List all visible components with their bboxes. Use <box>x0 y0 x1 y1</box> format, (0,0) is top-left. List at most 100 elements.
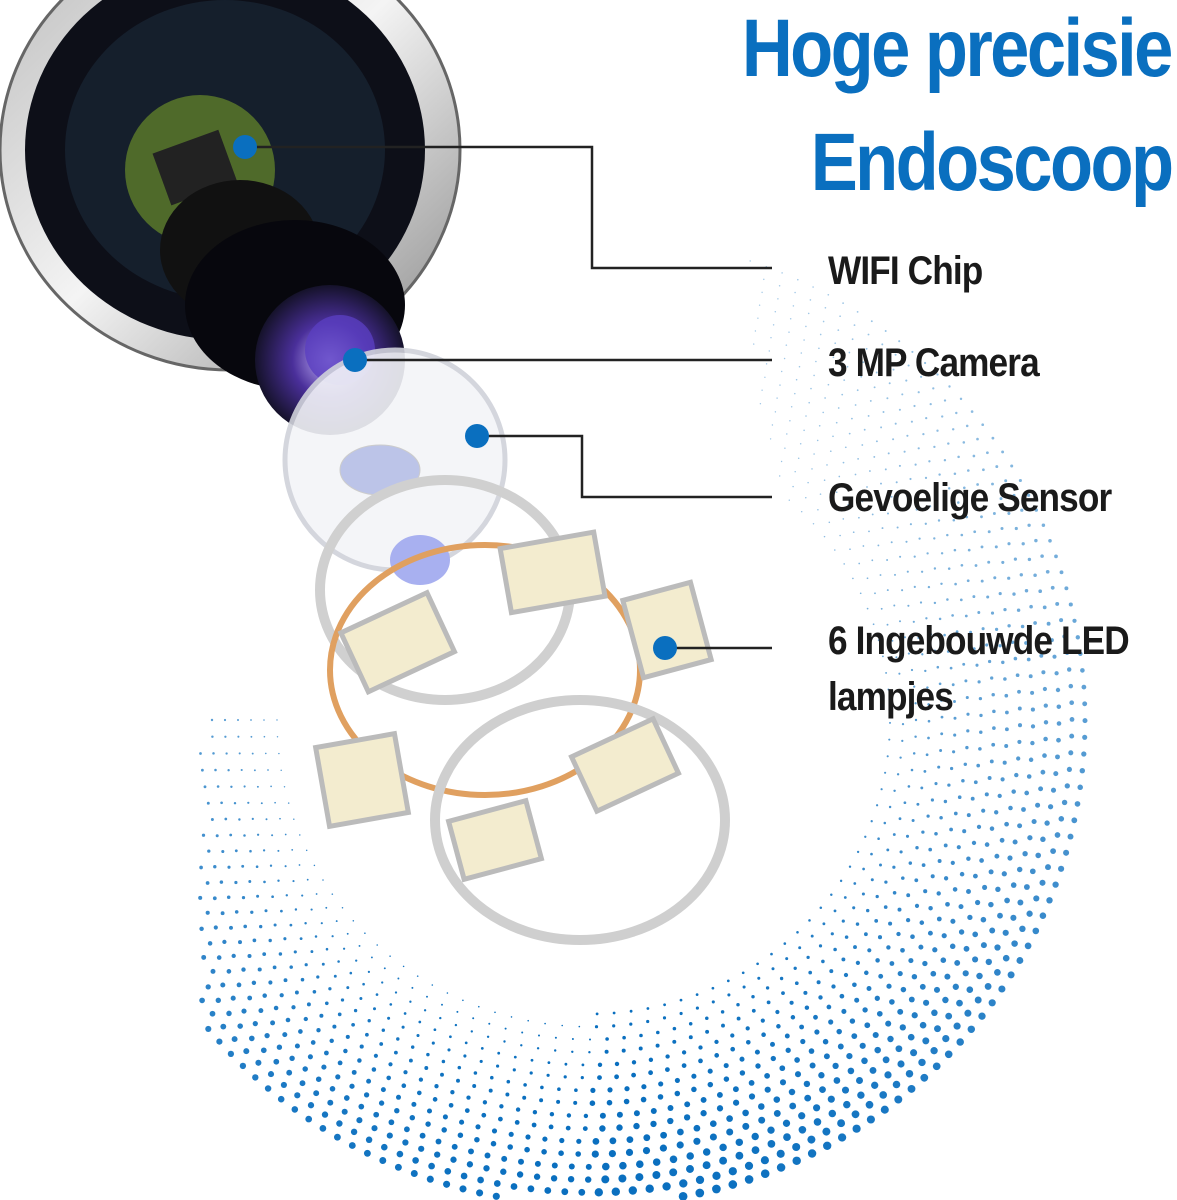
decor-dot <box>624 1086 630 1092</box>
decor-dot <box>1012 592 1016 596</box>
decor-dot <box>203 785 207 789</box>
decor-dot <box>938 617 942 621</box>
decor-dot <box>334 1133 341 1141</box>
decor-dot <box>618 1174 627 1183</box>
decor-dot <box>771 424 774 426</box>
decor-dot <box>873 455 876 458</box>
decor-dot <box>984 792 989 797</box>
decor-dot <box>426 1108 433 1114</box>
decor-dot <box>839 879 843 883</box>
decor-dot <box>824 397 826 399</box>
decor-dot <box>914 878 919 883</box>
decor-dot <box>843 896 847 899</box>
decor-dot <box>307 1054 313 1060</box>
decor-dot <box>831 505 834 508</box>
decor-dot <box>728 1167 737 1176</box>
decor-dot <box>241 864 245 868</box>
decor-dot <box>805 325 807 328</box>
decor-dot <box>472 1017 475 1020</box>
decor-dot <box>411 986 414 989</box>
decor-dot <box>839 315 841 318</box>
decor-dot <box>928 847 933 852</box>
decor-dot <box>530 1058 534 1062</box>
decor-dot <box>401 1025 405 1029</box>
decor-dot <box>871 513 874 516</box>
decor-dot <box>223 718 227 722</box>
decor-dot <box>783 357 786 360</box>
decor-dot <box>234 910 239 914</box>
decor-dot <box>554 1049 557 1052</box>
decor-dot <box>1007 576 1011 580</box>
decor-dot <box>972 647 976 651</box>
decor-dot <box>221 849 225 854</box>
decor-dot <box>912 620 915 623</box>
decor-dot <box>616 1124 623 1131</box>
decor-dot <box>451 1143 458 1150</box>
decor-dot <box>1064 586 1069 591</box>
decor-dot <box>964 679 968 683</box>
decor-dot <box>277 1095 285 1103</box>
decor-dot <box>533 1173 541 1180</box>
decor-dot <box>990 611 995 615</box>
decor-dot <box>243 834 246 837</box>
decor-dot <box>580 1076 584 1080</box>
decor-dot <box>964 614 968 618</box>
decor-dot <box>901 739 904 743</box>
decor-dot <box>409 1114 416 1121</box>
decor-dot <box>1079 768 1086 774</box>
decor-dot <box>1002 929 1009 936</box>
decor-dot <box>832 1062 839 1070</box>
decor-dot <box>363 1149 371 1157</box>
decor-dot <box>956 1038 964 1046</box>
decor-dot <box>1004 479 1008 483</box>
decor-dot <box>813 1104 821 1112</box>
decor-dot <box>279 993 284 998</box>
decor-dot <box>389 1003 393 1006</box>
decor-dot <box>874 919 879 923</box>
decor-dot <box>897 971 903 977</box>
decor-dot <box>548 1124 554 1130</box>
decor-dot <box>608 1150 617 1158</box>
decor-dot <box>388 1062 393 1067</box>
decor-dot <box>780 370 783 373</box>
decor-dot <box>335 920 338 923</box>
decor-dot <box>439 1016 442 1020</box>
decor-dot <box>888 382 891 385</box>
decor-dot <box>1043 720 1049 725</box>
decor-dot <box>310 950 314 954</box>
decor-dot <box>823 479 826 481</box>
decor-dot <box>324 1050 329 1056</box>
decor-dot <box>460 1172 468 1180</box>
decor-dot <box>862 867 865 871</box>
decor-dot <box>626 1136 634 1143</box>
decor-dot <box>986 595 990 599</box>
decor-dot <box>735 1138 744 1147</box>
decor-dot <box>870 320 873 323</box>
decor-dot <box>709 1133 717 1141</box>
decor-dot <box>212 896 217 901</box>
decor-dot <box>1017 689 1021 694</box>
decor-dot <box>707 1081 714 1088</box>
decor-dot <box>783 942 787 945</box>
decor-dot <box>884 330 887 332</box>
decor-dot <box>324 1001 329 1006</box>
decor-dot <box>779 1079 787 1086</box>
decor-dot <box>814 1029 820 1035</box>
decor-dot <box>1016 608 1021 612</box>
decor-dot <box>373 1007 376 1011</box>
decor-dot <box>459 1185 467 1193</box>
decor-dot <box>1052 654 1057 659</box>
decor-dot <box>905 834 910 838</box>
decor-dot <box>695 1188 705 1198</box>
decor-dot <box>934 1025 941 1033</box>
decor-dot <box>335 1074 341 1080</box>
decor-dot <box>1018 478 1022 483</box>
decor-dot <box>483 1165 490 1172</box>
decor-dot <box>652 1171 661 1179</box>
decor-dot <box>937 519 941 522</box>
decor-dot <box>730 1033 735 1038</box>
decor-dot <box>1058 816 1065 822</box>
decor-dot <box>867 948 872 953</box>
decor-dot <box>614 1061 620 1067</box>
decor-dot <box>206 801 210 805</box>
